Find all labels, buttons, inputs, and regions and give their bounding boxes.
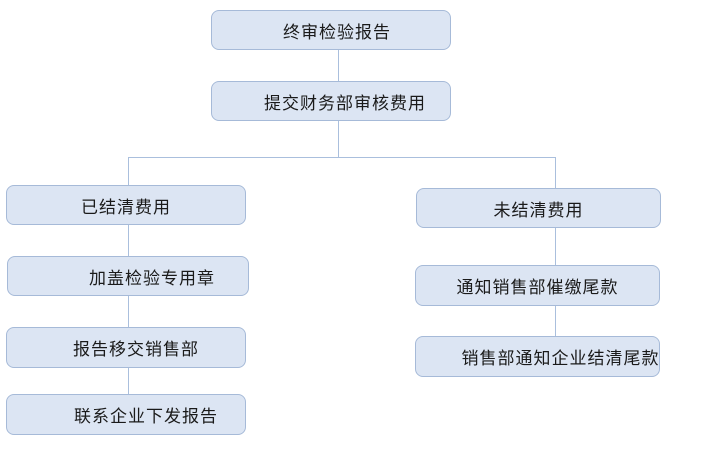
- connector-left-2: [128, 296, 129, 327]
- flow-node-label: 已结清费用: [81, 197, 171, 217]
- connector-trunk-bottom: [338, 121, 339, 157]
- flow-node-label: 销售部通知企业结清尾款: [461, 349, 660, 368]
- flow-node-label: 未结清费用: [493, 200, 584, 220]
- flow-node-label: 提交财务部审核费用: [264, 93, 426, 113]
- flow-node-label: 报告移交销售部: [73, 340, 199, 359]
- flow-node-notify-sales-collect-balance: 通知销售部催缴尾款: [415, 265, 660, 306]
- flow-node-final-inspection-report: 终审检验报告: [211, 10, 451, 50]
- flow-node-label: 终审检验报告: [283, 22, 391, 42]
- flow-node-fees-unsettled: 未结清费用: [416, 188, 661, 228]
- connector-left-branch-drop: [128, 157, 129, 185]
- flow-node-contact-enterprise-issue-report: 联系企业下发报告: [6, 394, 246, 435]
- flow-node-report-transfer-to-sales: 报告移交销售部: [6, 327, 246, 368]
- flow-node-label: 加盖检验专用章: [89, 268, 215, 288]
- flow-node-submit-finance-review-fees: 提交财务部审核费用: [211, 81, 451, 121]
- connector-left-3: [128, 368, 129, 394]
- connector-right-1: [555, 228, 556, 265]
- connector-right-2: [555, 306, 556, 336]
- connector-left-1: [128, 225, 129, 256]
- connector-right-branch-drop: [555, 157, 556, 188]
- connector-branch-horizontal: [128, 157, 556, 158]
- flow-node-label: 通知销售部催缴尾款: [456, 278, 619, 297]
- flow-node-stamp-inspection-seal: 加盖检验专用章: [7, 256, 249, 296]
- flow-node-label: 联系企业下发报告: [74, 407, 218, 426]
- flow-node-sales-notify-enterprise-settle: 销售部通知企业结清尾款: [415, 336, 660, 377]
- connector-trunk-top: [338, 50, 339, 81]
- flow-node-fees-settled: 已结清费用: [6, 185, 246, 225]
